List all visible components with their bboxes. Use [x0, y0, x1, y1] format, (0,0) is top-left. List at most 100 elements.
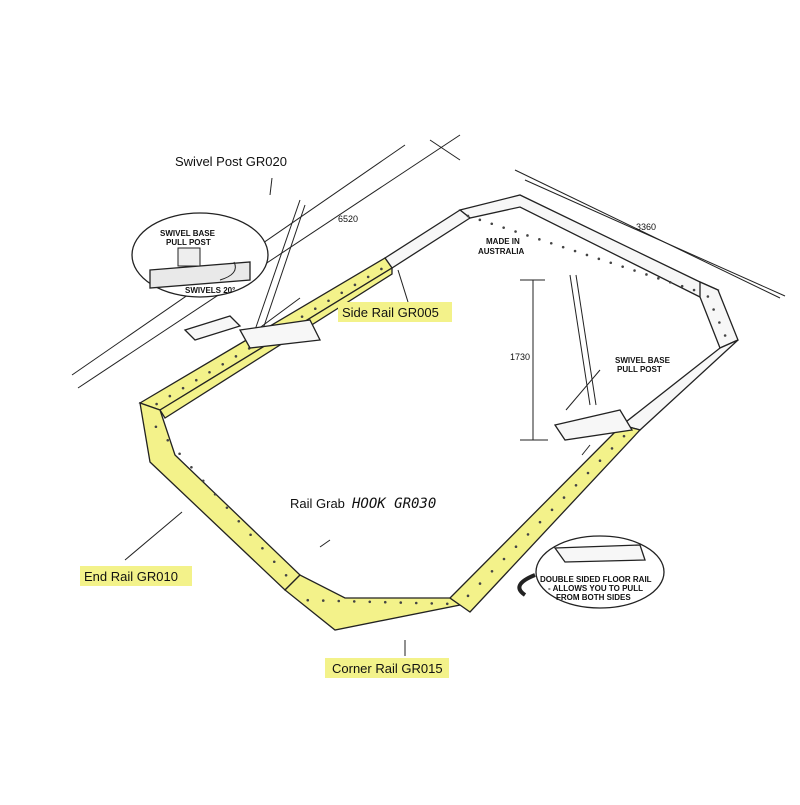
- rail-hole: [430, 602, 434, 605]
- rail-hole: [561, 245, 565, 249]
- rail-hole: [272, 560, 276, 564]
- rail-hole: [181, 386, 185, 390]
- rail-hole: [478, 218, 482, 222]
- rail-hole: [562, 496, 566, 499]
- corner-rail-label: Corner Rail GR015: [332, 661, 443, 676]
- rail-hole: [190, 465, 193, 469]
- rail-hole: [306, 598, 310, 602]
- rail-hole: [585, 253, 589, 257]
- rail-hole: [622, 434, 626, 438]
- rail-hole: [478, 582, 482, 585]
- rail-hole: [327, 299, 330, 303]
- swivel-post-label: Swivel Post GR020: [175, 154, 287, 169]
- swivel-post-left: [183, 199, 321, 349]
- rail-hole: [366, 275, 370, 279]
- rail-hole: [573, 249, 577, 253]
- rail-hole: [380, 267, 383, 271]
- rail-hole: [490, 569, 494, 573]
- rail-hole: [597, 257, 601, 261]
- rail-hole: [399, 601, 403, 604]
- rail-hole: [340, 291, 344, 295]
- rail-hole: [352, 600, 356, 603]
- rail-hole: [526, 533, 530, 536]
- rail-hole: [466, 214, 470, 218]
- side-rail-lower: [448, 424, 642, 613]
- corner-rail-label-bg: [325, 658, 449, 678]
- rail-hole: [321, 599, 325, 602]
- rail-hole: [284, 573, 288, 577]
- rail-hole: [645, 273, 648, 276]
- rail-hole: [586, 471, 590, 475]
- end-rail-label-bg: [80, 566, 192, 586]
- rail-hole: [633, 269, 636, 272]
- rail-hole: [657, 277, 660, 280]
- rail-hole: [201, 479, 205, 483]
- rail-grab-label: Rail Grab: [290, 496, 345, 511]
- rail-hole: [221, 363, 225, 366]
- rail-hole: [718, 321, 721, 324]
- rail-hole: [549, 241, 553, 245]
- double-sided-2: - ALLOWS YOU TO PULL: [548, 584, 643, 593]
- rail-hole: [337, 599, 341, 603]
- rail-hole: [249, 533, 252, 537]
- rail-hole: [609, 261, 613, 265]
- rail-hole: [598, 459, 602, 463]
- rail-hole: [610, 447, 614, 450]
- rail-hole: [712, 308, 715, 311]
- double-sided-1: DOUBLE SIDED FLOOR RAIL: [540, 575, 652, 584]
- corner-rail-yellow: [284, 574, 462, 631]
- side-rail-label: Side Rail GR005: [342, 305, 439, 320]
- rail-hole: [445, 602, 449, 606]
- rail-hole: [154, 425, 158, 429]
- rail-hole: [538, 520, 542, 524]
- swivel-base-right-2: PULL POST: [617, 365, 662, 374]
- rail-hole: [194, 378, 198, 382]
- rail-hole: [466, 594, 470, 598]
- rail-hole: [208, 370, 211, 374]
- swivel-base-right-1: SWIVEL BASE: [615, 356, 671, 365]
- rail-hole: [166, 438, 170, 442]
- rail-hole: [621, 265, 624, 268]
- side-rail-label-bg: [338, 302, 452, 322]
- rail-hole: [237, 519, 241, 523]
- made-in-2: AUSTRALIA: [478, 247, 524, 256]
- swivel-base-inset-left: [131, 212, 269, 298]
- swivel-base-left-1: SWIVEL BASE: [160, 229, 216, 238]
- rail-right-end: [699, 280, 739, 349]
- rail-hole: [723, 334, 727, 337]
- end-rail-yellow: [139, 402, 301, 591]
- rail-hole: [550, 508, 554, 512]
- rail-right-lower: [620, 339, 739, 431]
- rail-hole: [261, 546, 264, 550]
- rail-grab-handwritten: HOOK GR030: [351, 496, 436, 512]
- rail-hole: [668, 280, 672, 284]
- rail-far-top: [384, 209, 472, 269]
- rail-top-right: [458, 194, 720, 298]
- made-in-1: MADE IN: [486, 237, 520, 246]
- dimension-height: 1730: [510, 352, 530, 362]
- rail-hole: [680, 284, 684, 288]
- rail-hole: [300, 315, 304, 318]
- rail-hole: [213, 492, 217, 496]
- dimension-width: 3360: [636, 222, 656, 232]
- rail-hole: [490, 222, 494, 226]
- rail-hole: [706, 295, 710, 298]
- rail-hole: [368, 600, 372, 604]
- rail-hole: [414, 601, 418, 605]
- rail-hole: [313, 307, 317, 310]
- rail-hole: [514, 230, 517, 233]
- rail-hole: [514, 545, 518, 549]
- rail-hole: [155, 402, 158, 406]
- end-rail-label: End Rail GR010: [84, 569, 178, 584]
- rail-hole: [574, 483, 578, 487]
- dimension-length: 6520: [338, 214, 358, 224]
- rail-hole: [383, 600, 387, 604]
- double-sided-3: FROM BOTH SIDES: [556, 593, 631, 602]
- swivel-post-right: [553, 274, 634, 441]
- double-sided-inset: [517, 535, 665, 609]
- rail-hole: [502, 557, 506, 561]
- rail-hole: [178, 452, 181, 456]
- rail-hole: [234, 355, 238, 358]
